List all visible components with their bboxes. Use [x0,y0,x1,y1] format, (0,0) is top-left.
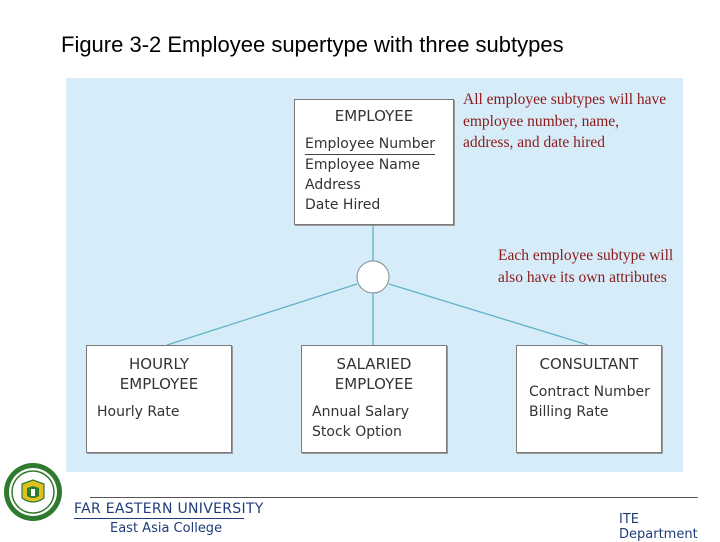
employee-number-label: Employee Number [305,134,436,155]
consultant-entity: CONSULTANT Contract Number Billing Rate [516,345,662,453]
figure-title: Figure 3-2 Employee supertype with three… [61,32,564,57]
supertype-note: All employee subtypes will have employee… [463,91,667,151]
department-label: ITE Department [619,512,698,542]
subtype-note: Each employee subtype will also have its… [498,247,674,286]
employee-attribute: Address [305,177,361,193]
salaried-entity-name-line1: SALARIED [336,355,412,373]
hourly-entity-name-line2: EMPLOYEE [119,375,199,393]
salaried-attribute: Stock Option [312,424,402,440]
hourly-employee-entity: HOURLY EMPLOYEE Hourly Rate [86,345,232,453]
consultant-entity-name: CONSULTANT [539,355,639,373]
employee-attribute: Employee Name [305,157,421,173]
hourly-connector [166,283,358,346]
consultant-attribute: Billing Rate [529,404,609,420]
salaried-employee-entity: SALARIED EMPLOYEE Annual Salary Stock Op… [301,345,447,453]
consultant-connector [388,283,589,346]
university-name: FAR EASTERN UNIVERSITY [74,501,264,517]
employee-entity-name: EMPLOYEE [334,107,414,125]
subtype-discriminator-circle [356,260,390,294]
consultant-attribute: Contract Number [529,384,650,400]
employee-attribute: Date Hired [305,197,381,213]
university-underline [74,518,244,519]
employee-key-attribute: Employee Number [305,134,453,155]
college-name: East Asia College [110,521,223,536]
salaried-entity-name-line2: EMPLOYEE [334,375,414,393]
hourly-entity-name-line1: HOURLY [128,355,189,373]
employee-entity: EMPLOYEE Employee Number Employee Name A… [294,99,454,225]
salaried-attribute: Annual Salary [312,404,410,420]
university-seal-icon [4,463,62,521]
hourly-attribute: Hourly Rate [97,404,180,420]
footer-divider [90,497,698,498]
